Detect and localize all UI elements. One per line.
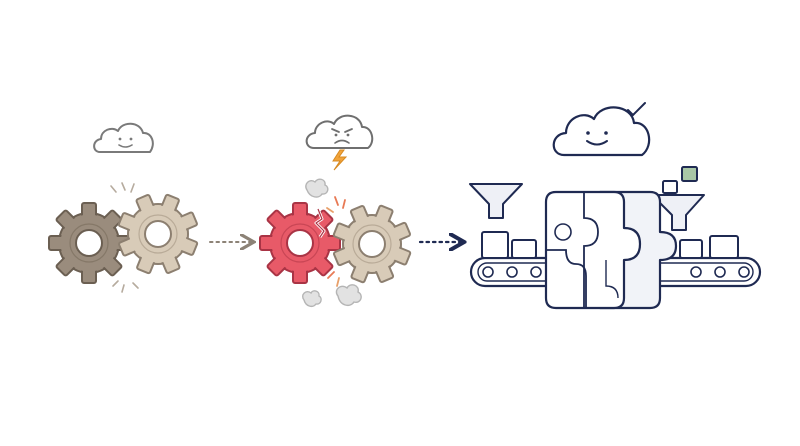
package-box-icon	[681, 166, 698, 182]
interlocking-gears-icon	[48, 193, 199, 284]
smoke-puff-icon	[302, 178, 362, 308]
spark-lines	[110, 182, 139, 293]
gear-beige-icon	[332, 204, 412, 284]
funnel-icon	[469, 183, 523, 219]
crack-sparks	[326, 196, 346, 287]
puzzle-block-icon	[544, 190, 678, 310]
package-box-icon	[662, 180, 678, 194]
angry-storm-cloud-icon	[305, 114, 374, 149]
happy-cloud-checkmark-icon	[552, 102, 651, 157]
funnel-icon	[651, 194, 705, 231]
lightning-bolt-icon	[332, 149, 348, 171]
package-box-icon	[481, 231, 739, 259]
happy-cloud-icon	[93, 122, 154, 153]
broken-red-gear-icon	[259, 202, 341, 284]
gear-left	[48, 202, 130, 284]
gear-right	[117, 193, 199, 275]
